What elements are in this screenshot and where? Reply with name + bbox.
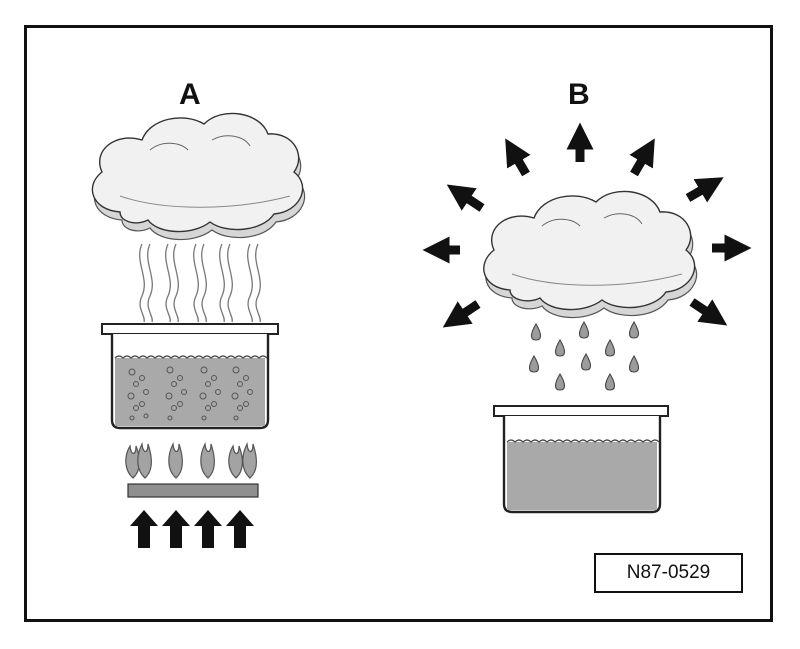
burner-plate (127, 483, 259, 498)
panel-a-illustration (91, 112, 306, 548)
droplet-icon (528, 320, 640, 391)
reference-code: N87-0529 (626, 562, 711, 583)
steam-lines (139, 243, 261, 323)
arrow-up-icon (130, 510, 254, 548)
reference-code-box: N87-0529 (594, 553, 743, 593)
pot-b (493, 405, 669, 514)
arrow-icon (422, 122, 752, 328)
flame-icon (125, 441, 257, 479)
panel-label-b: B (568, 78, 590, 111)
pot-a (101, 323, 279, 430)
panel-label-a: A (179, 78, 201, 111)
bubbles (127, 366, 253, 421)
cloud-b-icon (483, 190, 698, 319)
panel-b-illustration (422, 122, 752, 514)
cloud-a-icon (91, 112, 306, 241)
